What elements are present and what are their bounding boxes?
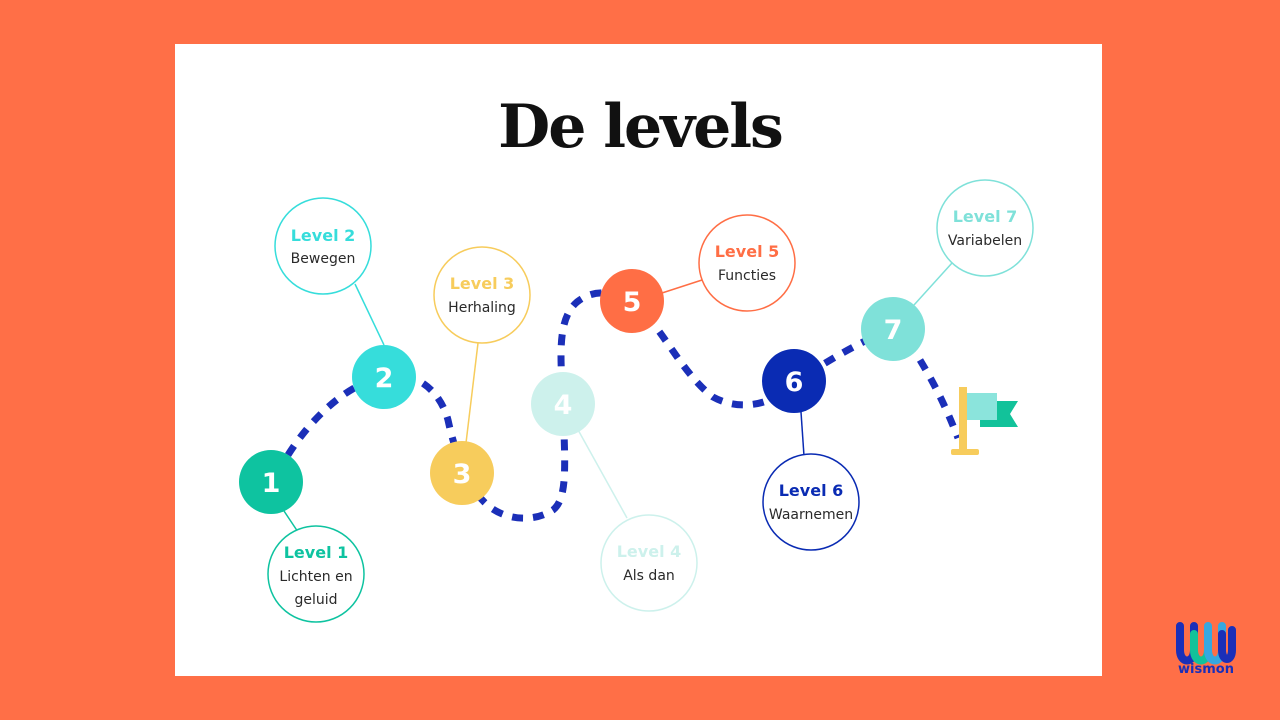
node-level-7: 7	[861, 297, 925, 361]
info-level-5: Level 5 Functies	[698, 214, 796, 312]
label-level-5: Level 5	[715, 242, 780, 261]
label-level-1: Level 1	[284, 543, 349, 562]
connector-3	[465, 342, 479, 444]
node-level-2: 2	[352, 345, 416, 409]
label-level-7: Level 7	[953, 207, 1018, 226]
info-level-7: Level 7 Variabelen	[936, 179, 1034, 277]
wismon-logo-text: wismon	[1178, 662, 1234, 677]
label-level-3: Level 3	[450, 274, 515, 293]
node-number-5: 5	[623, 287, 642, 318]
node-number-2: 2	[375, 363, 394, 394]
label-level-4: Level 4	[617, 542, 682, 561]
desc-level-1-b: geluid	[294, 592, 337, 608]
node-level-5: 5	[600, 269, 664, 333]
desc-level-4: Als dan	[623, 568, 675, 584]
node-number-7: 7	[884, 315, 903, 346]
connector-4	[576, 427, 628, 519]
slide-title: De levels	[498, 92, 784, 162]
node-number-6: 6	[785, 367, 804, 398]
desc-level-1-a: Lichten en	[279, 569, 352, 585]
node-level-6: 6	[762, 349, 826, 413]
node-number-1: 1	[262, 468, 281, 499]
connector-5	[661, 279, 703, 294]
info-level-3: Level 3 Herhaling	[433, 246, 531, 344]
connector-7	[913, 262, 953, 306]
node-number-4: 4	[554, 390, 573, 421]
info-level-6: Level 6 Waarnemen	[762, 453, 860, 551]
connector-2	[354, 283, 385, 346]
connector-6	[800, 411, 805, 457]
desc-level-7: Variabelen	[948, 233, 1022, 249]
info-level-4: Level 4 Als dan	[600, 514, 698, 612]
node-level-4: 4	[531, 372, 595, 436]
node-level-1: 1	[239, 450, 303, 514]
desc-level-5: Functies	[718, 268, 776, 284]
desc-level-2: Bewegen	[291, 251, 356, 267]
node-number-3: 3	[453, 459, 472, 490]
info-level-1: Level 1 Lichten en geluid	[267, 525, 365, 623]
info-level-2: Level 2 Bewegen	[274, 197, 372, 295]
node-level-3: 3	[430, 441, 494, 505]
label-level-2: Level 2	[291, 226, 356, 245]
desc-level-6: Waarnemen	[769, 507, 853, 523]
finish-flag-icon	[951, 387, 1018, 455]
desc-level-3: Herhaling	[448, 300, 516, 316]
wismon-logo-icon	[1176, 622, 1236, 665]
label-level-6: Level 6	[779, 481, 844, 500]
